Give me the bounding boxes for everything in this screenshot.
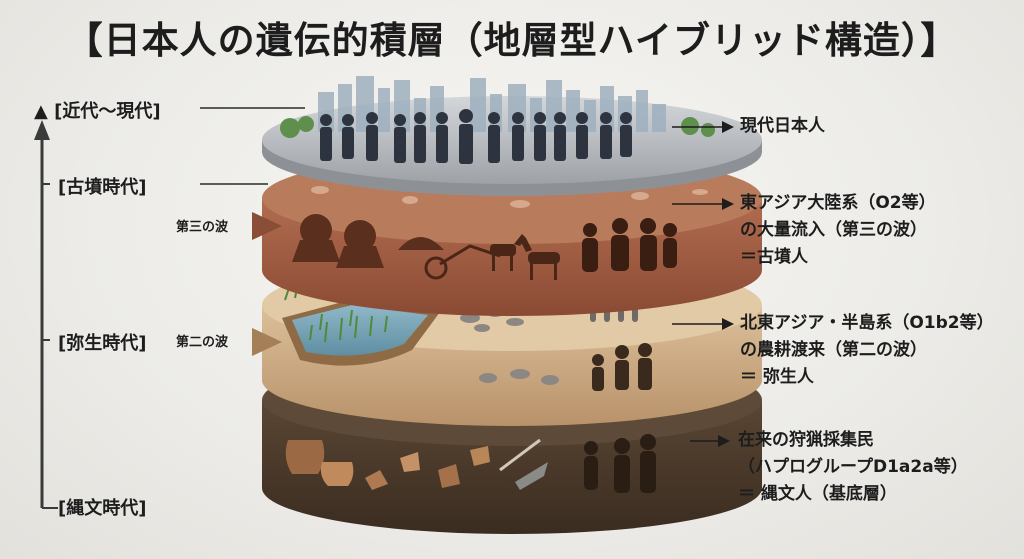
- desc-jomon: 在来の狩猟採集民 （ハプログループD1a2a等） ＝ 縄文人（基底層）: [738, 427, 968, 508]
- era-label-kofun: [古墳時代]: [58, 177, 147, 198]
- desc-kofun-line-2: の大量流入（第三の波）: [740, 220, 927, 240]
- jomon-people-silhouettes: [584, 434, 656, 493]
- pottery-shard-icon: [400, 452, 420, 472]
- desc-yayoi-line-2: の農耕渡来（第二の波）: [740, 340, 927, 360]
- era-label-jomon: [縄文時代]: [58, 498, 147, 519]
- desc-kofun-line-3: ＝古墳人: [740, 247, 808, 267]
- era-label-yayoi: [弥生時代]: [58, 333, 147, 354]
- modern-people-silhouettes: [320, 109, 632, 164]
- desc-modern-line: 現代日本人: [740, 116, 825, 136]
- desc-jomon-line-3: ＝ 縄文人（基底層）: [738, 484, 897, 504]
- era-label-modern: ▲ [近代〜現代]: [34, 101, 161, 122]
- modern-layer: [262, 76, 762, 196]
- yayoi-stones: [460, 307, 559, 385]
- kofun-people-silhouettes: [582, 218, 677, 272]
- timeline-arrow: [34, 120, 58, 509]
- pottery-shard-icon: [365, 470, 388, 490]
- yayoi-people-silhouettes: [592, 343, 652, 391]
- desc-modern: 現代日本人: [740, 113, 825, 140]
- right-pointers: [672, 121, 734, 447]
- desc-kofun: 東アジア大陸系（O2等） の大量流入（第三の波） ＝古墳人: [740, 190, 936, 271]
- page-title: 【日本人の遺伝的積層（地層型ハイブリッド構造）】: [65, 19, 959, 62]
- mound-icon: [398, 237, 444, 250]
- pottery-shard-icon: [470, 446, 490, 466]
- stone-tool-icon: [515, 462, 548, 490]
- horse-icon: [520, 238, 560, 280]
- desc-yayoi: 北東アジア・半島系（O1b2等） の農耕渡来（第二の波） ＝ 弥生人: [740, 310, 994, 391]
- jomon-pottery-icon: [285, 440, 325, 474]
- second-wave-arrow-icon: [252, 328, 282, 356]
- bone-tool-icon: [499, 438, 541, 472]
- jomon-pottery-icon: [320, 462, 354, 486]
- kofun-surface-stones: [311, 186, 708, 208]
- wave-label-second: 第二の波: [176, 335, 229, 350]
- desc-yayoi-line-1: 北東アジア・半島系（O1b2等）: [740, 313, 994, 333]
- desc-jomon-line-1: 在来の狩猟採集民: [738, 430, 874, 450]
- wave-label-third: 第三の波: [176, 220, 229, 235]
- horse-cart-icon: [424, 234, 526, 280]
- rice-plants: [284, 282, 388, 343]
- keyhole-tomb-icon: [292, 214, 340, 262]
- pottery-shard-icon: [438, 464, 460, 488]
- desc-kofun-line-1: 東アジア大陸系（O2等）: [740, 193, 936, 213]
- keyhole-tomb-icon: [336, 220, 384, 268]
- third-wave-arrow-icon: [252, 212, 282, 240]
- desc-yayoi-line-3: ＝ 弥生人: [740, 367, 814, 387]
- desc-jomon-line-2: （ハプログループD1a2a等）: [738, 457, 968, 477]
